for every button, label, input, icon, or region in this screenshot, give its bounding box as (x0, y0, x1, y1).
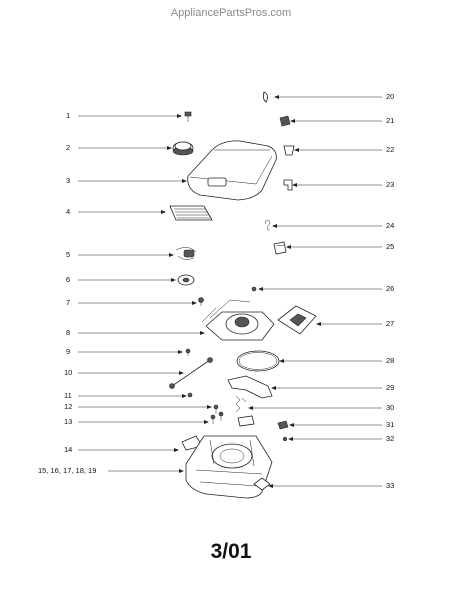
callout-label-7: 7 (66, 298, 70, 307)
part-15-19-base-housing (185, 435, 273, 499)
callout-label-3: 3 (66, 176, 70, 185)
callout-label-5: 5 (66, 250, 70, 259)
watermark-text: AppliancePartsPros.com (171, 7, 291, 19)
callout-14: 14 (64, 445, 179, 454)
callout-30: 30 (248, 403, 394, 412)
callout-4: 4 (66, 207, 166, 216)
callout-label-26: 26 (386, 284, 394, 293)
callout-3: 3 (66, 176, 187, 185)
part-30-spring (235, 395, 247, 413)
part-32-pin (282, 436, 288, 442)
callout-label-11: 11 (64, 391, 72, 400)
callout-label-22: 22 (386, 145, 394, 154)
callout-label-9: 9 (66, 347, 70, 356)
callout-7: 7 (66, 298, 197, 307)
callout-11: 11 (64, 391, 187, 400)
part-8-motor-base (201, 299, 275, 341)
callout-9: 9 (66, 347, 183, 356)
part-11-nut (187, 392, 193, 398)
part-1-screw (184, 111, 192, 122)
callout-32: 32 (288, 434, 394, 443)
callout-label-25: 25 (386, 242, 394, 251)
callout-23: 23 (292, 180, 394, 189)
callout-33: 33 (268, 481, 394, 490)
callout-31: 31 (289, 420, 394, 429)
part-3-hood-cover (187, 140, 277, 201)
part-24-hook (265, 219, 271, 231)
callout-label-1: 1 (66, 111, 70, 120)
callout-20: 20 (274, 92, 394, 101)
callout-label-13: 13 (64, 417, 72, 426)
part-29-bracket (227, 375, 273, 399)
callout-27: 27 (316, 319, 394, 328)
callout-label-14: 14 (64, 445, 72, 454)
callout-26: 26 (258, 284, 394, 293)
callout-21: 21 (290, 116, 394, 125)
callout-5: 5 (66, 250, 174, 259)
callout-10: 10 (64, 368, 184, 377)
callout-22: 22 (294, 145, 394, 154)
callout-label-21: 21 (386, 116, 394, 125)
part-2-knob (172, 141, 194, 156)
callout-label-30: 30 (386, 403, 394, 412)
callout-label-2: 2 (66, 143, 70, 152)
part-9-screw (185, 348, 191, 356)
callout-label-20: 20 (386, 92, 394, 101)
callout-6: 6 (66, 275, 176, 284)
part-33-pad (253, 477, 271, 491)
callout-1: 1 (66, 111, 182, 120)
callout-8: 8 (66, 328, 205, 337)
part-28-belt (236, 350, 280, 372)
callout-15-19: 15, 16, 17, 18, 19 (38, 466, 184, 475)
part-7-screw (198, 297, 204, 306)
callout-label-12: 12 (64, 402, 72, 411)
part-26-screw (251, 286, 257, 292)
part-22-cap (283, 145, 295, 156)
callout-28: 28 (279, 356, 394, 365)
part-6-cap (177, 274, 195, 286)
part-5-light-socket (175, 247, 197, 260)
part-23-bracket (283, 179, 293, 191)
part-12-13-screws (210, 404, 224, 424)
callout-label-23: 23 (386, 180, 394, 189)
callout-label-31: 31 (386, 420, 394, 429)
callout-13: 13 (64, 417, 209, 426)
callout-label-29: 29 (386, 383, 394, 392)
callout-label-15-19: 15, 16, 17, 18, 19 (38, 466, 96, 475)
callout-29: 29 (271, 383, 394, 392)
callout-label-32: 32 (386, 434, 394, 443)
callout-label-33: 33 (386, 481, 394, 490)
callout-label-4: 4 (66, 207, 70, 216)
part-27-filter-frame (277, 305, 317, 335)
part-25-button (273, 241, 287, 255)
revision-date: 3/01 (211, 540, 252, 563)
part-20-clip (262, 91, 268, 103)
callout-label-10: 10 (64, 368, 72, 377)
callout-24: 24 (272, 221, 394, 230)
callout-2: 2 (66, 143, 172, 152)
part-21-latch (279, 115, 291, 127)
part-10-axle-rod (169, 357, 213, 389)
callout-label-6: 6 (66, 275, 70, 284)
callout-12: 12 (64, 402, 212, 411)
callout-25: 25 (286, 242, 394, 251)
callout-label-8: 8 (66, 328, 70, 337)
part-31-clip (237, 415, 289, 430)
callout-label-27: 27 (386, 319, 394, 328)
callout-label-24: 24 (386, 221, 394, 230)
part-4-grille (169, 205, 213, 221)
callout-label-28: 28 (386, 356, 394, 365)
